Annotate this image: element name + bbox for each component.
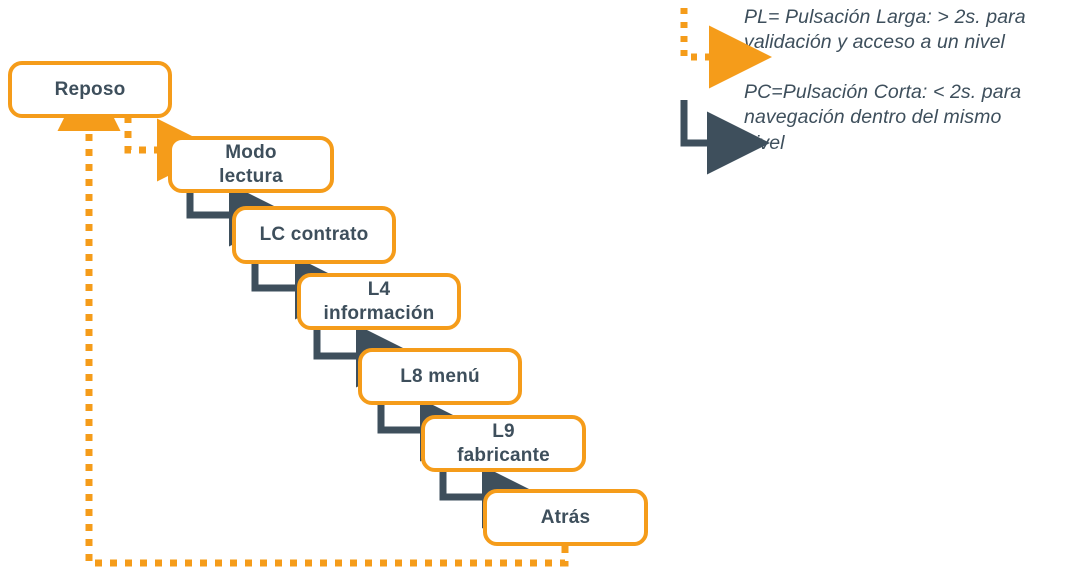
node-atras-label: Atrás xyxy=(540,506,591,528)
legend-pc-line2: navegación dentro del mismo xyxy=(744,106,1002,129)
legend-pl-line1: PL= Pulsación Larga: > 2s. para xyxy=(744,6,1026,28)
edge-l4-informacion-to-l8-menu xyxy=(313,324,419,388)
legend-pc-line1: PC=Pulsación Corta: < 2s. para xyxy=(744,81,1022,103)
edge-reposo-to-modo-lectura xyxy=(124,116,220,182)
legend-pl-text: PL= Pulsación Larga: > 2s. para validaci… xyxy=(744,5,1079,56)
node-l8-menu-label: L8 menú xyxy=(400,365,480,387)
solid-dark-arrow-icon xyxy=(680,100,770,175)
legend-pl-line2: validación y acceso a un nivel xyxy=(744,31,1005,54)
edge-l9-fabricante-to-atras xyxy=(439,465,545,529)
edge-modo-lectura-to-lc-contrato xyxy=(186,183,292,247)
edge-atras-to-reposo xyxy=(57,68,569,567)
dotted-orange-arrow-icon xyxy=(680,8,772,89)
edge-lc-contrato-to-l4-informacion xyxy=(251,256,358,320)
legend-pc-text: PC=Pulsación Corta: < 2s. para navegació… xyxy=(744,80,1079,156)
edge-l8-menu-to-l9-fabricante xyxy=(377,398,483,462)
